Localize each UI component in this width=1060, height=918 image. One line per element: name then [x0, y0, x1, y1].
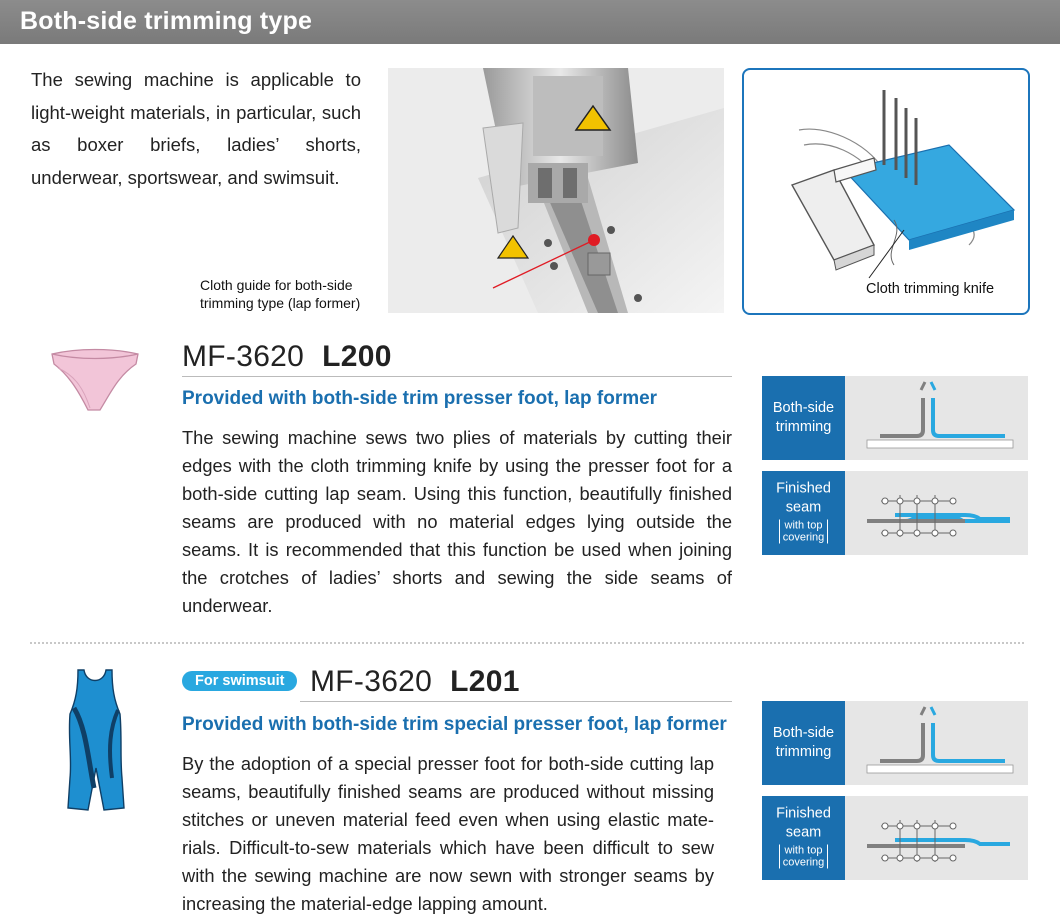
- product-l201-subtitle: Provided with both-side trim special pre…: [182, 714, 727, 735]
- machine-photo: [388, 68, 724, 313]
- product-l201-description: By the adoption of a special presser foo…: [182, 753, 714, 914]
- product-l200-subtitle: Provided with both-side trim presser foo…: [182, 388, 658, 409]
- section-header-bar: [0, 0, 1060, 44]
- product-l201-model: MF-3620 L201: [310, 665, 520, 699]
- knife-caption: Cloth trimming knife: [866, 281, 995, 297]
- product-l201-model-name: MF-3620: [310, 665, 433, 698]
- product-l200-divider: [182, 376, 732, 377]
- section-title: Both-side trimming type: [20, 7, 313, 35]
- product-l200-model-name: MF-3620: [182, 340, 305, 373]
- swimsuit-badge: For swimsuit: [182, 671, 298, 691]
- photo-caption: Cloth guide for both-side trimming type …: [200, 276, 360, 312]
- product-l201-variant: L201: [450, 665, 520, 698]
- briefs-icon: [48, 346, 142, 414]
- product-l201-divider: [300, 701, 732, 702]
- product-l200-description: The sewing machine sews two plies of mat…: [182, 427, 732, 616]
- knife-diagram-box: [742, 68, 1030, 315]
- photo-caption-line2: trimming type (lap former): [200, 295, 361, 311]
- intro-text: The sewing machine is applicable to ligh…: [31, 69, 361, 188]
- section-separator: [30, 642, 1024, 644]
- product-l200-variant: L200: [322, 340, 392, 373]
- swimsuit-icon: [64, 668, 126, 814]
- photo-caption-line1: Cloth guide for both-side: [200, 277, 353, 293]
- product-l200-model: MF-3620 L200: [182, 340, 392, 374]
